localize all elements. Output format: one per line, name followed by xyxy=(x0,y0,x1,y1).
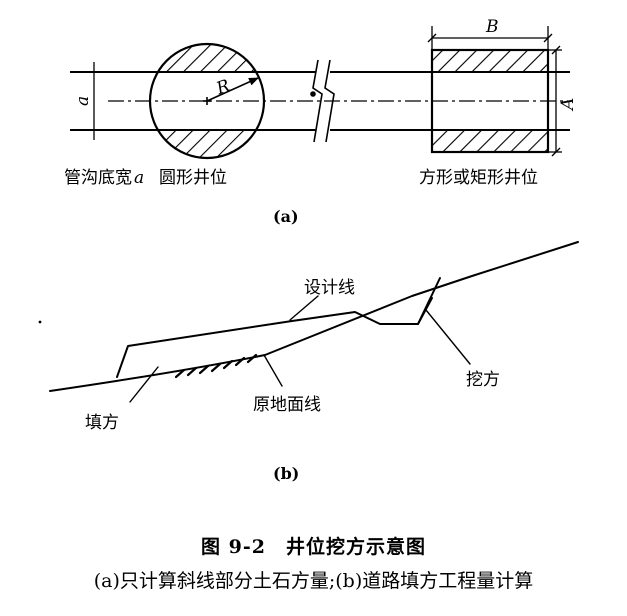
dimension-A xyxy=(548,45,562,157)
ground-line xyxy=(49,241,579,392)
label-design-line: 设计线 xyxy=(304,278,355,298)
diagram-b: 设计线 原地面线 填方 挖方 (b) xyxy=(38,241,579,483)
dimension-B xyxy=(427,26,553,50)
stray-dot xyxy=(38,320,42,324)
sub-label-b: (b) xyxy=(273,464,299,483)
radius-arrow xyxy=(206,77,259,102)
round-pit: R xyxy=(148,42,266,160)
ground-hatch xyxy=(174,353,258,379)
label-trench-var: a xyxy=(134,168,144,188)
leader-lines xyxy=(129,295,471,403)
figure-caption-note: (a)只计算斜线部分土石方量;(b)道路填方工程量计算 xyxy=(93,570,534,592)
radius-label: R xyxy=(213,76,233,100)
design-line-path xyxy=(116,297,433,378)
dimension-B-label: B xyxy=(485,17,499,37)
label-round-pit: 圆形井位 xyxy=(159,168,227,188)
label-ground-line: 原地面线 xyxy=(253,395,321,415)
diagram-a: R a B xyxy=(64,17,578,226)
label-fill: 填方 xyxy=(85,413,119,433)
dimension-a xyxy=(89,62,99,140)
dimension-A-label: A xyxy=(558,98,578,112)
square-pit xyxy=(430,48,550,154)
cut-slope xyxy=(417,277,441,325)
label-square-pit: 方形或矩形井位 xyxy=(419,168,538,188)
dimension-a-label: a xyxy=(73,96,93,106)
label-cut: 挖方 xyxy=(466,370,500,390)
label-trench-width: 管沟底宽 xyxy=(64,168,132,188)
figure-caption-title: 图 9-2 井位挖方示意图 xyxy=(201,536,426,558)
sub-label-a: (a) xyxy=(273,207,299,226)
break-lines xyxy=(310,59,335,143)
